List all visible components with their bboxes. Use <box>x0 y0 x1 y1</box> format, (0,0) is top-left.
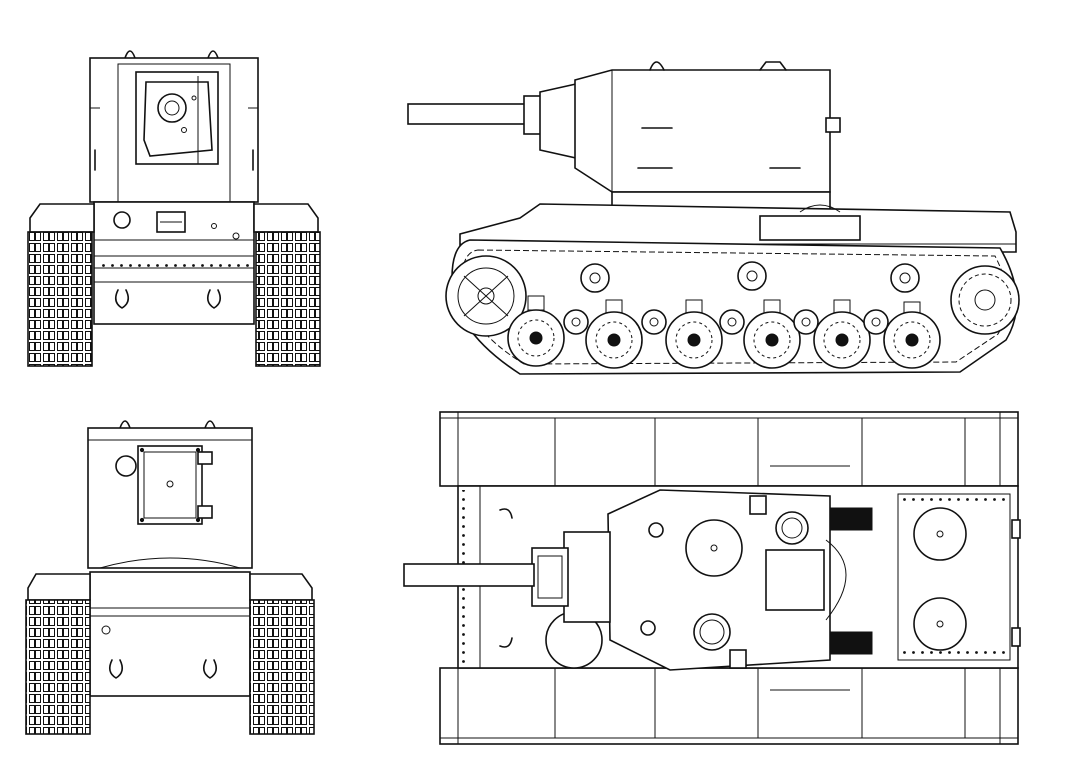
left-fender <box>29 203 95 233</box>
gun-muzzle <box>157 93 187 123</box>
return-roller <box>737 261 767 291</box>
return-roller <box>580 263 610 293</box>
upper-track <box>439 411 1019 487</box>
hull-side <box>459 203 1017 253</box>
turret-rear-hatch <box>137 445 203 525</box>
gun-barrel <box>403 563 535 587</box>
tow-hook <box>206 289 222 309</box>
driver-periscope <box>113 211 131 229</box>
lifting-eye <box>119 420 131 429</box>
side-view <box>407 61 1020 375</box>
pistol-port <box>115 455 137 477</box>
engine-vent <box>827 507 873 531</box>
turret-vent <box>649 61 665 71</box>
engine-hatch <box>913 507 967 561</box>
right-fender <box>253 203 319 233</box>
gun-mantlet <box>563 531 611 623</box>
left-track <box>27 231 93 367</box>
left-track <box>25 599 91 735</box>
front-view <box>27 50 321 367</box>
hull-rear <box>89 571 251 697</box>
drive-sprocket <box>950 265 1020 335</box>
loader-hatch <box>765 549 825 611</box>
tow-hook <box>202 659 218 679</box>
lifting-eye <box>124 50 136 59</box>
lower-track <box>439 667 1019 745</box>
right-track <box>249 599 315 735</box>
tow-hook <box>114 289 130 309</box>
engine-vent <box>827 631 873 655</box>
turret-top <box>607 489 831 671</box>
periscope <box>693 613 731 651</box>
right-track <box>255 231 321 367</box>
commander-hatch <box>685 519 743 577</box>
top-view <box>403 411 1021 745</box>
lifting-eye <box>204 420 216 429</box>
turret-side <box>574 69 831 193</box>
engine-hatch <box>913 597 967 651</box>
lifting-eye <box>207 50 219 59</box>
tow-hook <box>108 659 124 679</box>
gun-barrel <box>407 103 531 125</box>
rear-view <box>25 420 315 735</box>
return-roller <box>890 263 920 293</box>
road-wheels <box>507 309 941 369</box>
